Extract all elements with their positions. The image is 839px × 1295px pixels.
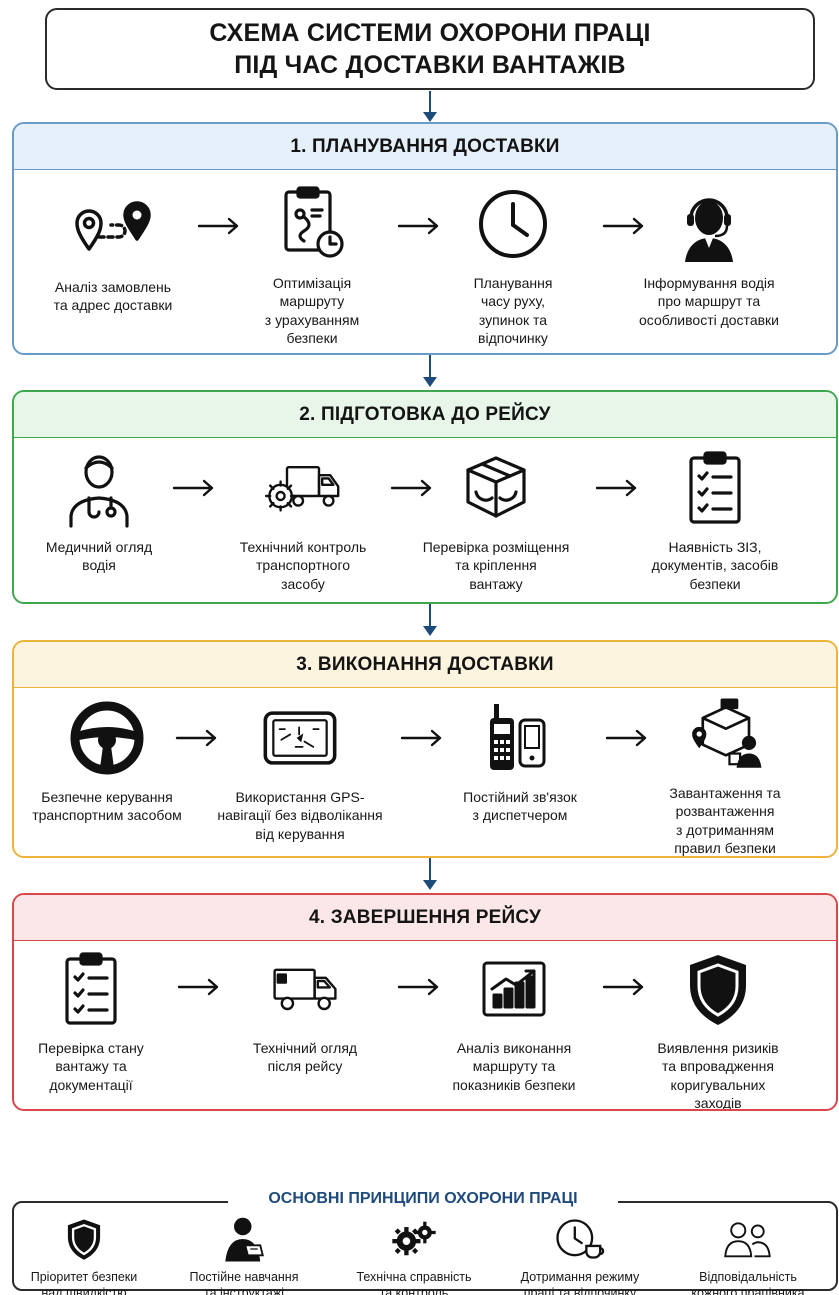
stage-title: 2. ПІДГОТОВКА ДО РЕЙСУ <box>299 403 551 425</box>
stage-header: 4. ЗАВЕРШЕННЯ РЕЙСУ <box>14 895 836 941</box>
operator-headset-icon <box>669 184 749 264</box>
doctor-icon <box>59 448 139 528</box>
diagram-title: СХЕМА СИСТЕМИ ОХОРОНИ ПРАЦІ ПІД ЧАС ДОСТ… <box>45 8 815 90</box>
title-line-2: ПІД ЧАС ДОСТАВКИ ВАНТАЖІВ <box>234 51 626 79</box>
connector-arrow <box>423 604 437 636</box>
step-label: Використання GPS-навігації без відволіка… <box>217 789 383 842</box>
connector-arrow <box>423 91 437 122</box>
learner-icon <box>218 1213 270 1265</box>
clipboard-check-icon <box>51 949 131 1029</box>
clipboard-route-clock-icon <box>272 184 352 264</box>
growth-chart-icon <box>474 949 554 1029</box>
checklist-icon <box>675 448 755 528</box>
stage-header: 3. ВИКОНАННЯ ДОСТАВКИ <box>14 642 836 688</box>
stage-header: 1. ПЛАНУВАННЯ ДОСТАВКИ <box>14 124 836 170</box>
flow-arrow <box>595 479 637 497</box>
package-icon <box>456 448 536 528</box>
flow-arrow <box>602 217 644 235</box>
flow-arrow <box>197 217 239 235</box>
truck-gear-icon <box>263 448 343 528</box>
shield-icon <box>678 949 758 1029</box>
stage-title: 4. ЗАВЕРШЕННЯ РЕЙСУ <box>308 906 542 928</box>
stage-title: 3. ВИКОНАННЯ ДОСТАВКИ <box>296 653 554 675</box>
stage-execution: 3. ВИКОНАННЯ ДОСТАВКИ Безпечне керування… <box>12 640 838 858</box>
flow-arrow <box>177 978 219 996</box>
radio-phone-icon <box>480 698 560 778</box>
principles-title: ОСНОВНІ ПРИНЦИПИ ОХОРОНИ ПРАЦІ <box>228 1188 618 1210</box>
steering-wheel-icon <box>67 698 147 778</box>
flow-arrow <box>605 729 647 747</box>
flow-arrow <box>172 479 214 497</box>
gps-navigator-icon <box>260 698 340 778</box>
map-route-icon <box>73 188 153 268</box>
flow-arrow <box>397 978 439 996</box>
shield-icon <box>58 1213 110 1265</box>
stage-header: 2. ПІДГОТОВКА ДО РЕЙСУ <box>14 392 836 438</box>
clock-cup-icon <box>554 1213 606 1265</box>
clock-icon <box>473 184 553 264</box>
stage-title: 1. ПЛАНУВАННЯ ДОСТАВКИ <box>290 135 560 157</box>
step-gps-navigation: Використання GPS-навігації без відволіка… <box>205 698 395 843</box>
flow-arrow <box>175 729 217 747</box>
truck-icon <box>265 949 345 1029</box>
title-line-1: СХЕМА СИСТЕМИ ОХОРОНИ ПРАЦІ <box>209 19 651 47</box>
connector-arrow <box>423 355 437 387</box>
flow-arrow <box>602 978 644 996</box>
gears-icon <box>388 1213 440 1265</box>
loading-worker-icon <box>685 694 765 774</box>
flow-arrow <box>397 217 439 235</box>
flow-arrow <box>390 479 432 497</box>
flow-arrow <box>400 729 442 747</box>
connector-arrow <box>423 858 437 890</box>
people-icon <box>722 1213 774 1265</box>
